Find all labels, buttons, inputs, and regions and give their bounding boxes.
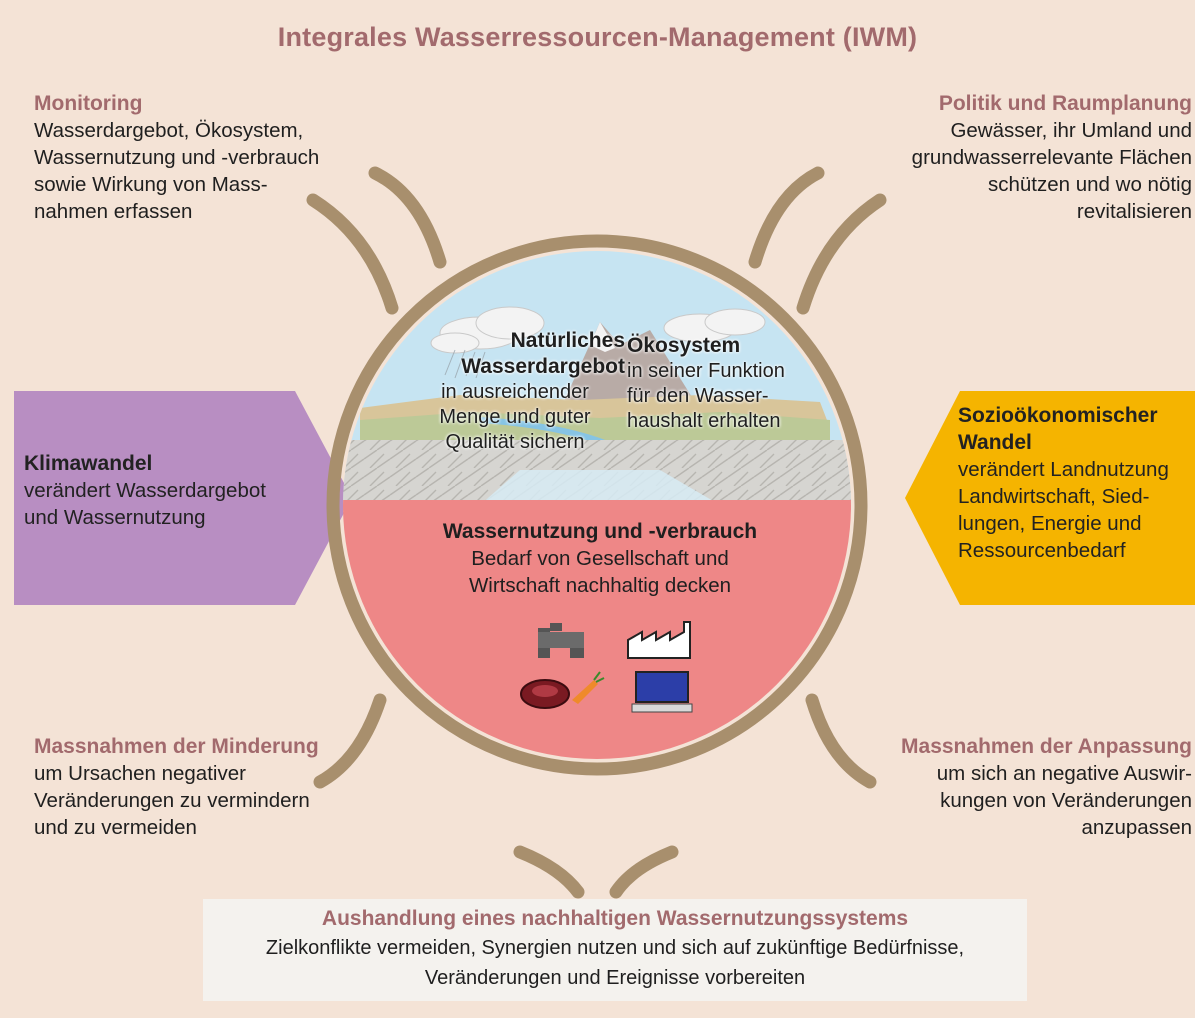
factory-icon: [627, 621, 691, 659]
politik-line: schützen und wo nötig: [988, 173, 1192, 196]
anpassung-heading: Massnahmen der Anpassung: [901, 735, 1192, 758]
minderung-line: um Ursachen negativer: [34, 762, 246, 785]
sozio-line: lungen, Energie und: [958, 512, 1142, 535]
sozio-line: verändert Landnutzung: [958, 458, 1169, 481]
monitoring-heading: Monitoring: [34, 92, 143, 115]
oekosystem-line: für den Wasser-: [627, 385, 769, 407]
oekosystem-line: in seiner Funktion: [627, 360, 785, 382]
diagram-title: Integrales Wasserressourcen-Management (…: [277, 22, 918, 52]
oekosystem-line: haushalt erhalten: [627, 410, 781, 432]
minderung-text: um Ursachen negativer Veränderungen zu v…: [34, 760, 414, 841]
sozio-heading: Sozioökonomischer: [958, 404, 1158, 427]
wassernutzung-line: Bedarf von Gesellschaft und: [471, 547, 729, 570]
anpassung-text: um sich an negative Auswir- kungen von V…: [820, 760, 1192, 841]
politik-line: revitalisieren: [1076, 200, 1192, 223]
anpassung-line: kungen von Veränderungen: [940, 789, 1192, 812]
klimawandel-block: Klimawandel verändert Wasserdargebot und…: [24, 450, 299, 531]
anpassung-block: Massnahmen der Anpassung um sich an nega…: [820, 733, 1192, 841]
minderung-block: Massnahmen der Minderung um Ursachen neg…: [34, 733, 414, 841]
politik-block: Politik und Raumplanung Gewässer, ihr Um…: [840, 90, 1192, 225]
computer-icon: [631, 671, 693, 713]
monitoring-line: Wassernutzung und -verbrauch: [34, 146, 320, 169]
wassernutzung-heading: Wassernutzung und -verbrauch: [442, 520, 758, 543]
natuerliches-heading: Wasserdargebot: [461, 355, 625, 378]
monitoring-line: sowie Wirkung von Mass-: [34, 173, 268, 196]
monitoring-line: nahmen erfassen: [34, 200, 193, 223]
klimawandel-line: und Wassernutzung: [24, 506, 206, 529]
minderung-line: Veränderungen zu vermindern: [34, 789, 310, 812]
aushandlung-heading: Aushandlung eines nachhaltigen Wassernut…: [321, 907, 909, 930]
ring-arm-top-left: [368, 166, 447, 269]
clouds: [430, 306, 766, 354]
minderung-heading: Massnahmen der Minderung: [34, 735, 319, 758]
ring-arm-top-right-inner: [796, 193, 887, 315]
klimawandel-line: verändert Wasserdargebot: [24, 479, 266, 502]
natuerliches-wasserdargebot-block: Natürliches Wasserdargebot in ausreichen…: [405, 328, 625, 455]
sozio-line: Landwirtschaft, Sied-: [958, 485, 1150, 508]
aushandlung-line: Zielkonflikte vermeiden, Synergien nutze…: [265, 937, 965, 959]
sozio-arrow: [905, 391, 1195, 605]
aushandlung-block: Aushandlung eines nachhaltigen Wassernut…: [203, 899, 1027, 1001]
politik-text: Gewässer, ihr Umland und grundwasserrele…: [840, 117, 1192, 225]
ring-arm-top-right: [748, 166, 825, 269]
politik-line: Gewässer, ihr Umland und: [950, 119, 1192, 142]
natuerliches-line: in ausreichender: [441, 381, 589, 403]
oekosystem-heading: Ökosystem: [627, 334, 741, 357]
klimawandel-heading: Klimawandel: [24, 452, 153, 475]
wassernutzung-block: Wassernutzung und -verbrauch Bedarf von …: [380, 518, 820, 599]
anpassung-line: um sich an negative Auswir-: [936, 762, 1192, 785]
meat-and-carrot-icon: [520, 671, 605, 709]
natuerliches-line: Menge und guter: [439, 406, 591, 428]
politik-line: grundwasserrelevante Flächen: [911, 146, 1192, 169]
ring: [326, 234, 868, 776]
wassernutzung-line: Wirtschaft nachhaltig decken: [468, 574, 732, 597]
sozio-block: Sozioökonomischer Wandel verändert Landn…: [958, 402, 1195, 564]
natuerliches-line: Qualität sichern: [445, 431, 585, 453]
monitoring-text: Wasserdargebot, Ökosystem, Wassernutzung…: [34, 117, 414, 225]
sozio-line: Ressourcenbedarf: [958, 539, 1126, 562]
oekosystem-block: Ökosystem in seiner Funktion für den Was…: [627, 333, 827, 434]
minderung-line: und zu vermeiden: [34, 816, 197, 839]
ring-arm-top-left-inner: [306, 193, 399, 315]
water-tap-icon: [538, 623, 584, 658]
rain: [444, 349, 486, 379]
klimawandel-arrow: [14, 391, 352, 605]
ring-arm-bottom-right: [805, 693, 877, 789]
monitoring-block: Monitoring Wasserdargebot, Ökosystem, Wa…: [34, 90, 414, 225]
ring-arm-bottom-left: [313, 693, 387, 789]
anpassung-line: anzupassen: [1081, 816, 1192, 839]
aushandlung-line: Veränderungen und Ereignisse vorbereiten: [424, 967, 806, 989]
monitoring-line: Wasserdargebot, Ökosystem,: [34, 119, 304, 142]
sozio-heading: Wandel: [958, 431, 1032, 454]
ring-arm-bottom-left-lower: [513, 845, 585, 899]
politik-heading: Politik und Raumplanung: [938, 92, 1192, 115]
natuerliches-heading: Natürliches: [510, 329, 625, 352]
ring-arm-bottom-right-lower: [609, 845, 679, 899]
